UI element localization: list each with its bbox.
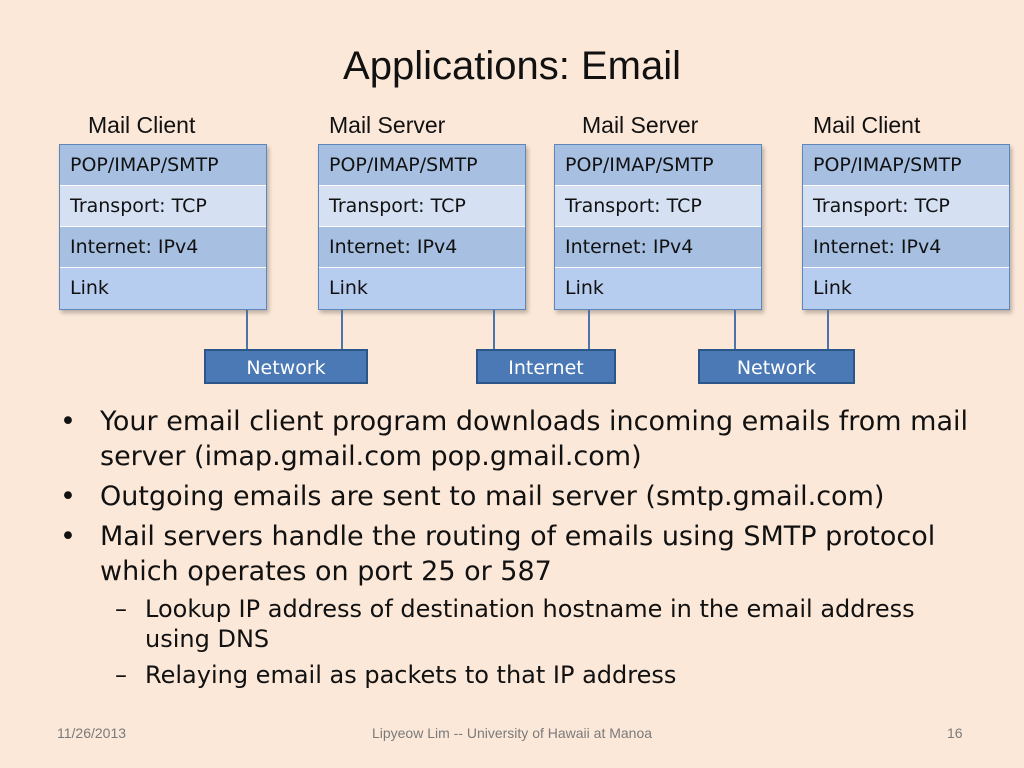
layer-transport: Transport: TCP — [803, 186, 1009, 227]
bullet-item: • Outgoing emails are sent to mail serve… — [60, 479, 980, 514]
layer-transport: Transport: TCP — [60, 186, 266, 227]
column-label-mail-server-2: Mail Server — [582, 112, 699, 138]
bullet-text: Mail servers handle the routing of email… — [100, 521, 936, 587]
footer-date: 11/26/2013 — [57, 725, 127, 741]
connector-line — [588, 310, 590, 350]
bullet-marker: • — [60, 406, 76, 437]
layer-link: Link — [319, 268, 525, 309]
protocol-stack-mail-server-2: POP/IMAP/SMTP Transport: TCP Internet: I… — [554, 144, 762, 310]
layer-link: Link — [803, 268, 1009, 309]
layer-internet: Internet: IPv4 — [555, 227, 761, 268]
bullet-item: • Your email client program downloads in… — [60, 404, 980, 474]
bullet-list: • Your email client program downloads in… — [60, 404, 980, 696]
footer-page-number: 16 — [947, 725, 963, 741]
column-label-mail-client-1: Mail Client — [88, 112, 196, 138]
sub-bullet-marker: – — [115, 595, 127, 623]
network-box-left: Network — [204, 349, 368, 384]
protocol-stack-mail-client-1: POP/IMAP/SMTP Transport: TCP Internet: I… — [59, 144, 267, 310]
layer-link: Link — [555, 268, 761, 309]
sub-bullet-item: – Relaying email as packets to that IP a… — [60, 660, 980, 690]
bullet-text: Outgoing emails are sent to mail server … — [100, 481, 885, 512]
sub-bullet-text: Lookup IP address of destination hostnam… — [145, 595, 915, 653]
sub-bullet-item: – Lookup IP address of destination hostn… — [60, 594, 980, 654]
sub-bullet-text: Relaying email as packets to that IP add… — [145, 661, 677, 689]
bullet-text: Your email client program downloads inco… — [100, 406, 969, 472]
footer-author: Lipyeow Lim -- University of Hawaii at M… — [371, 725, 653, 741]
layer-transport: Transport: TCP — [319, 186, 525, 227]
connector-line — [827, 310, 829, 350]
sub-bullet-marker: – — [115, 661, 127, 689]
column-label-mail-server-1: Mail Server — [329, 112, 446, 138]
layer-internet: Internet: IPv4 — [60, 227, 266, 268]
connector-line — [493, 310, 495, 350]
bullet-marker: • — [60, 481, 76, 512]
layer-transport: Transport: TCP — [555, 186, 761, 227]
layer-link: Link — [60, 268, 266, 309]
layer-internet: Internet: IPv4 — [319, 227, 525, 268]
connector-line — [341, 310, 343, 350]
protocol-stack-mail-server-1: POP/IMAP/SMTP Transport: TCP Internet: I… — [318, 144, 526, 310]
connector-line — [246, 310, 248, 350]
slide-title: Applications: Email — [343, 44, 681, 88]
connector-line — [734, 310, 736, 350]
internet-box: Internet — [476, 349, 616, 384]
bullet-item: • Mail servers handle the routing of ema… — [60, 519, 980, 589]
layer-application: POP/IMAP/SMTP — [60, 145, 266, 186]
layer-application: POP/IMAP/SMTP — [803, 145, 1009, 186]
layer-internet: Internet: IPv4 — [803, 227, 1009, 268]
layer-application: POP/IMAP/SMTP — [555, 145, 761, 186]
network-box-right: Network — [698, 349, 855, 384]
bullet-marker: • — [60, 521, 76, 552]
column-label-mail-client-2: Mail Client — [813, 112, 921, 138]
protocol-stack-mail-client-2: POP/IMAP/SMTP Transport: TCP Internet: I… — [802, 144, 1010, 310]
layer-application: POP/IMAP/SMTP — [319, 145, 525, 186]
